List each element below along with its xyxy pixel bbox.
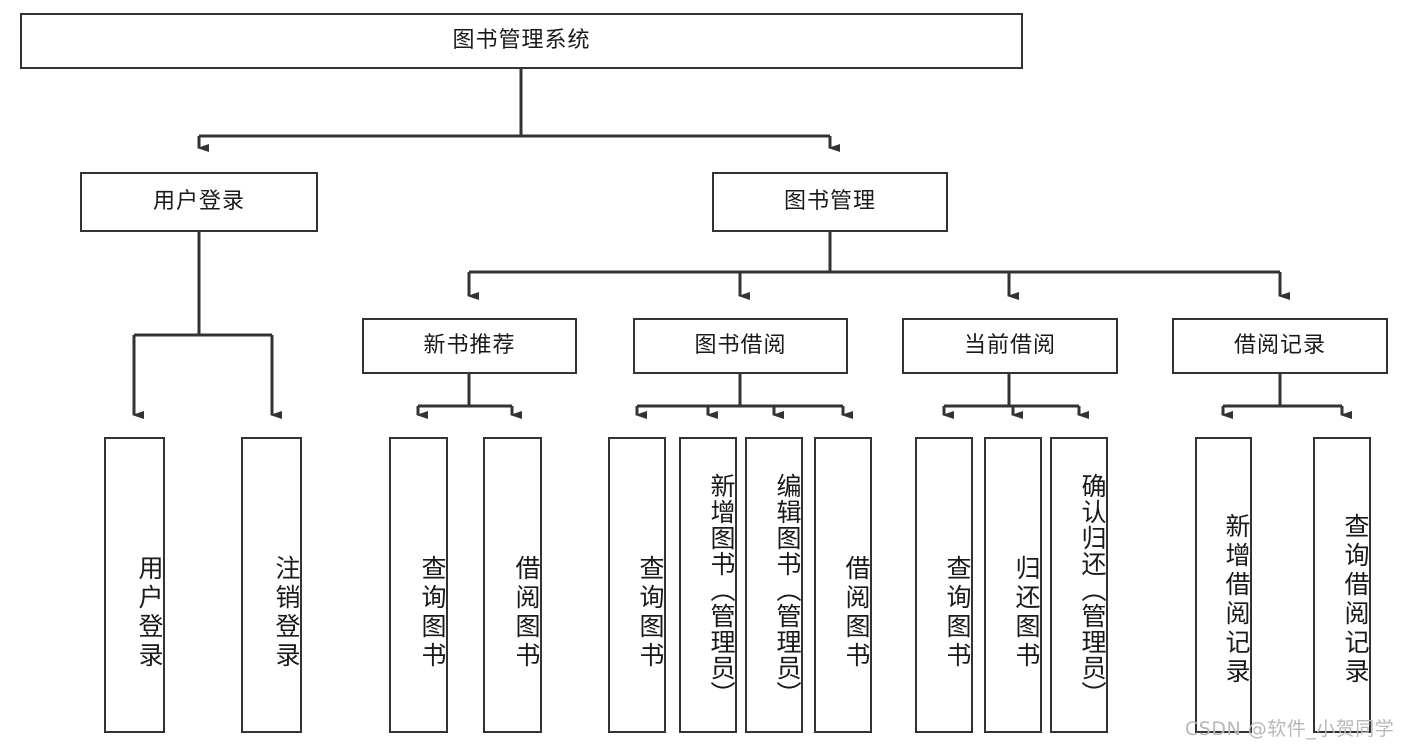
node-leaf-confirm-return-admin[interactable]: 确认归还（管理员） bbox=[1050, 437, 1108, 733]
node-current-borrow[interactable]: 当前借阅 bbox=[902, 318, 1118, 374]
node-book-management[interactable]: 图书管理 bbox=[712, 172, 948, 232]
node-leaf-query-book-borrow[interactable]: 查询图书 bbox=[608, 437, 666, 733]
node-leaf-add-book-admin[interactable]: 新增图书（管理员） bbox=[679, 437, 737, 733]
node-leaf-borrow-book[interactable]: 借阅图书 bbox=[814, 437, 872, 733]
node-leaf-query-borrow-record[interactable]: 查询借阅记录 bbox=[1313, 437, 1371, 733]
node-new-book-recommend[interactable]: 新书推荐 bbox=[362, 318, 577, 374]
node-leaf-return-book[interactable]: 归还图书 bbox=[984, 437, 1042, 733]
node-leaf-borrow-book-recommend[interactable]: 借阅图书 bbox=[483, 437, 542, 733]
node-leaf-query-book-recommend[interactable]: 查询图书 bbox=[389, 437, 448, 733]
node-leaf-logout[interactable]: 注销登录 bbox=[241, 437, 302, 733]
node-leaf-edit-book-admin[interactable]: 编辑图书（管理员） bbox=[745, 437, 803, 733]
node-user-login[interactable]: 用户登录 bbox=[80, 172, 318, 232]
node-borrow-record[interactable]: 借阅记录 bbox=[1172, 318, 1388, 374]
node-leaf-add-borrow-record[interactable]: 新增借阅记录 bbox=[1195, 437, 1252, 733]
node-root-system[interactable]: 图书管理系统 bbox=[20, 13, 1023, 69]
node-book-borrow[interactable]: 图书借阅 bbox=[633, 318, 848, 374]
node-leaf-user-login[interactable]: 用户登录 bbox=[104, 437, 165, 733]
node-leaf-query-book-current[interactable]: 查询图书 bbox=[915, 437, 973, 733]
